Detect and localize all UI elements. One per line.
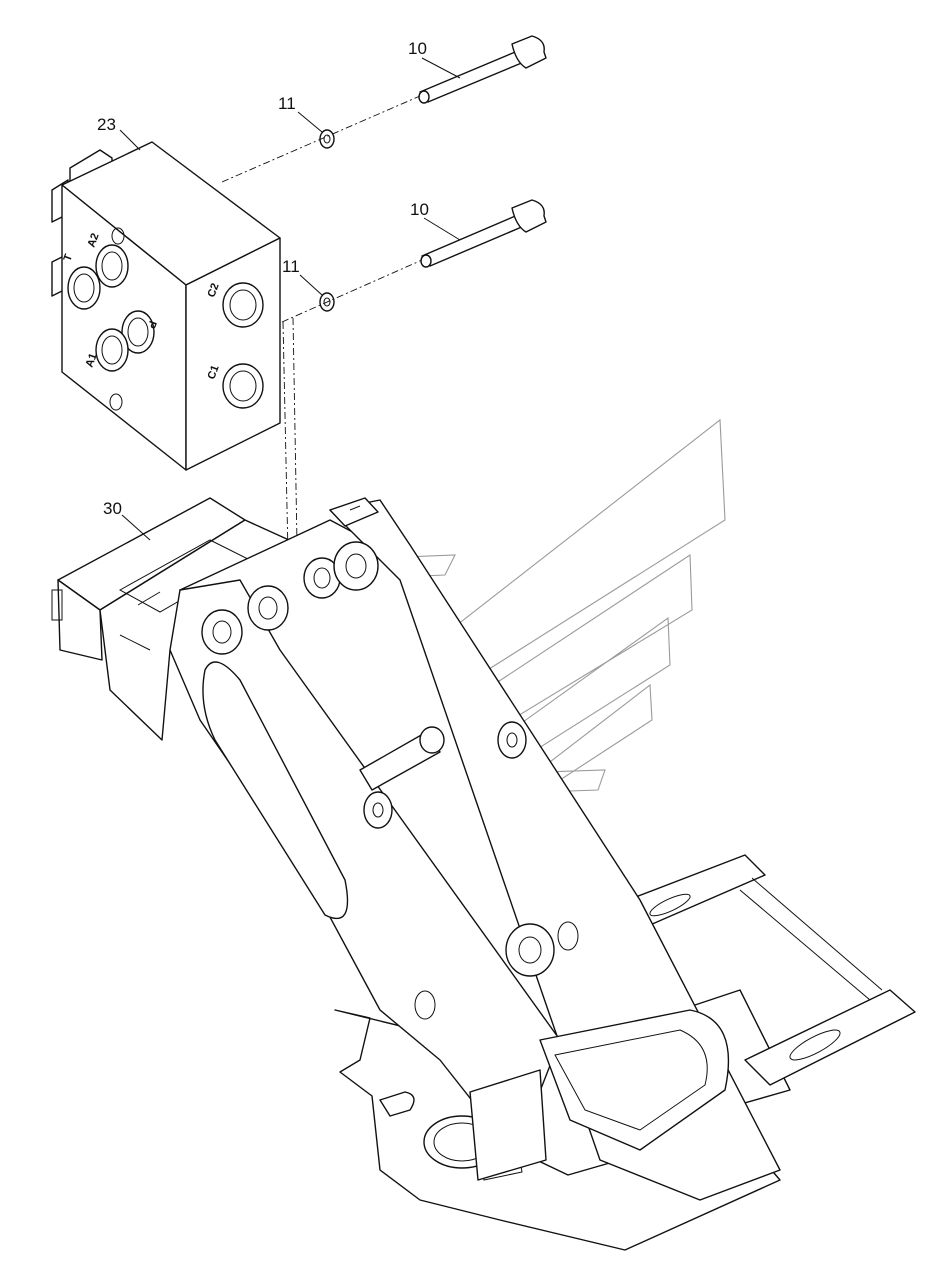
callout-washer-lower: 11 [282, 257, 323, 296]
frame [51, 497, 916, 1251]
callout-label-10-lower: 10 [410, 200, 429, 219]
port-label-t: T [62, 252, 76, 263]
port-label-c2: C2 [206, 282, 222, 299]
port-label-c1: C1 [206, 364, 222, 381]
port-label-a2: A2 [86, 232, 102, 249]
port-label-p: P [145, 319, 159, 330]
valve-block: T A2 P A1 C2 C1 [51, 141, 281, 471]
callout-bolt-upper: 10 [408, 39, 461, 79]
callout-frame: 30 [103, 499, 151, 541]
callout-label-23: 23 [97, 115, 116, 134]
bolt-upper [418, 35, 547, 104]
callout-valve-block: 23 [97, 115, 141, 151]
callout-washer-upper: 11 [278, 94, 323, 133]
callout-label-10-upper: 10 [408, 39, 427, 58]
bolt-lower [420, 199, 547, 268]
callout-label-30: 30 [103, 499, 122, 518]
callout-bolt-lower: 10 [410, 200, 461, 241]
callout-label-11-lower: 11 [282, 257, 300, 276]
port-label-a1: A1 [84, 352, 100, 369]
callout-label-11-upper: 11 [278, 94, 296, 113]
